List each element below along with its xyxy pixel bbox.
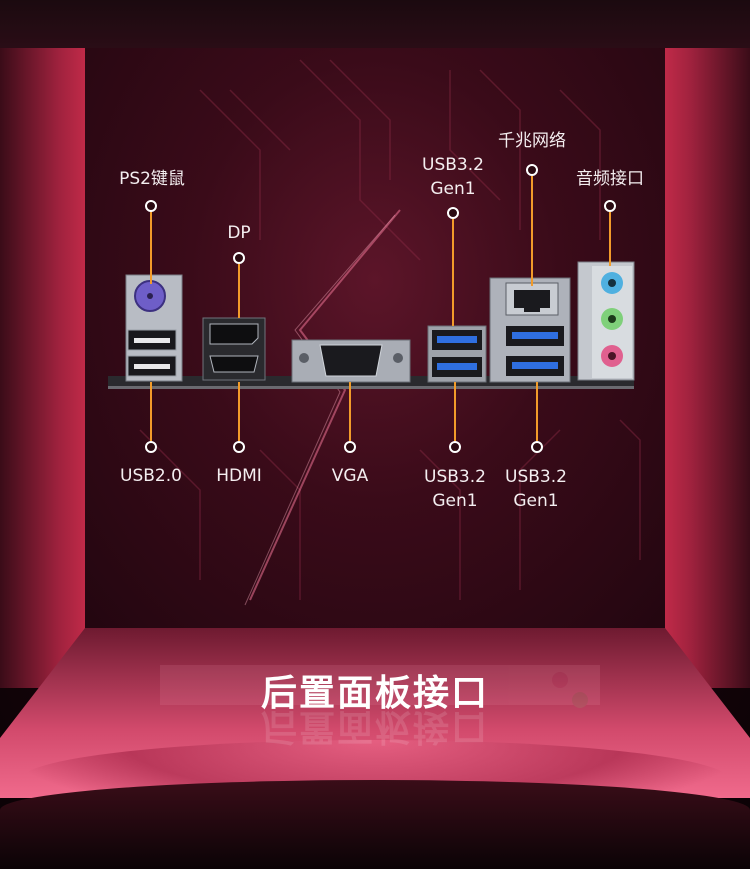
leader-lines — [150, 176, 611, 441]
label-vga: VGA — [331, 466, 369, 486]
label-audio: 音频接口 — [576, 169, 644, 189]
label-usb32-bl-line2: Gen1 — [432, 491, 478, 511]
usb3-left-stack — [427, 325, 487, 383]
label-ps2: PS2键鼠 — [119, 169, 185, 189]
ps2-usb2-stack — [125, 274, 183, 382]
label-usb32-br-line2: Gen1 — [513, 491, 559, 511]
dp-hdmi-stack — [202, 317, 266, 381]
vga-port — [319, 344, 383, 377]
light-streak — [249, 209, 401, 601]
label-lan: 千兆网络 — [498, 131, 566, 151]
lan-usb3-stack — [489, 277, 571, 383]
label-hdmi: HDMI — [216, 466, 262, 486]
dp-port — [209, 323, 259, 345]
vga-stack — [291, 339, 411, 383]
page-title: 后置面板接口 — [260, 673, 489, 714]
leader-markers — [145, 164, 616, 453]
label-dp: DP — [227, 223, 251, 243]
right-wall — [665, 48, 750, 688]
label-usb32-top-line2: Gen1 — [430, 179, 476, 199]
bottom-band — [0, 780, 750, 869]
label-usb32-bl-line1: USB3.2 — [424, 467, 486, 487]
hdmi-port — [209, 355, 259, 373]
left-wall — [0, 48, 85, 688]
label-usb32-top-line1: USB3.2 — [422, 155, 484, 175]
label-usb20: USB2.0 — [120, 466, 182, 486]
floor-reflection — [160, 665, 600, 708]
label-usb32-br-line1: USB3.2 — [505, 467, 567, 487]
page-title-reflection: 后置面板接口 — [260, 706, 489, 747]
audio-stack — [577, 261, 635, 381]
lan-port — [514, 290, 550, 312]
top-band — [0, 0, 750, 48]
circuit-traces — [139, 59, 641, 600]
